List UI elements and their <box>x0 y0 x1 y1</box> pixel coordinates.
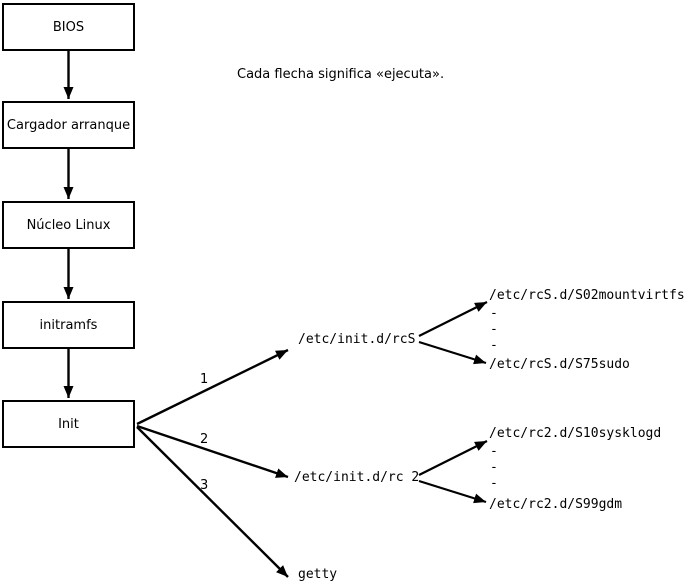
box-boot-loader: Cargador arranque <box>2 101 135 149</box>
target-init-d-rcs: /etc/init.d/rcS <box>298 332 416 347</box>
rcs-ellipsis-dash: - <box>490 306 498 321</box>
target-init-d-rc2: /etc/init.d/rc 2 <box>294 470 420 485</box>
rc2-ellipsis-dash: - <box>490 476 498 491</box>
box-initramfs: initramfs <box>2 301 135 349</box>
rc2-script-last: /etc/rc2.d/S99gdm <box>489 497 623 512</box>
box-bios: BIOS <box>2 3 135 51</box>
arrow-rcs-to-first-script <box>418 301 488 337</box>
rc2-ellipsis-dash: - <box>490 460 498 475</box>
arrow-meaning-note: Cada flecha significa «ejecuta». <box>237 67 445 82</box>
rc2-ellipsis-dash: - <box>490 444 498 459</box>
arrow-rc2-to-first-script <box>418 440 488 476</box>
rcs-script-first: /etc/rcS.d/S02mountvirtfs <box>489 288 684 303</box>
arrow-init-to-rcs <box>136 348 289 426</box>
box-init: Init <box>2 400 135 448</box>
arrow-rcs-to-last-script <box>418 340 487 365</box>
arrow-init-to-getty <box>136 426 289 578</box>
branch-number-2: 2 <box>200 432 209 447</box>
box-linux-kernel: Núcleo Linux <box>2 201 135 249</box>
arrow-init-to-rc2 <box>136 424 289 479</box>
rcs-script-last: /etc/rcS.d/S75sudo <box>489 357 630 372</box>
target-getty: getty <box>298 567 338 582</box>
branch-number-3: 3 <box>200 478 209 493</box>
arrow-rc2-to-last-script <box>418 479 487 504</box>
rc2-script-first: /etc/rc2.d/S10sysklogd <box>489 426 662 441</box>
rcs-ellipsis-dash: - <box>490 322 498 337</box>
rcs-ellipsis-dash: - <box>490 338 498 353</box>
branch-number-1: 1 <box>200 372 209 387</box>
